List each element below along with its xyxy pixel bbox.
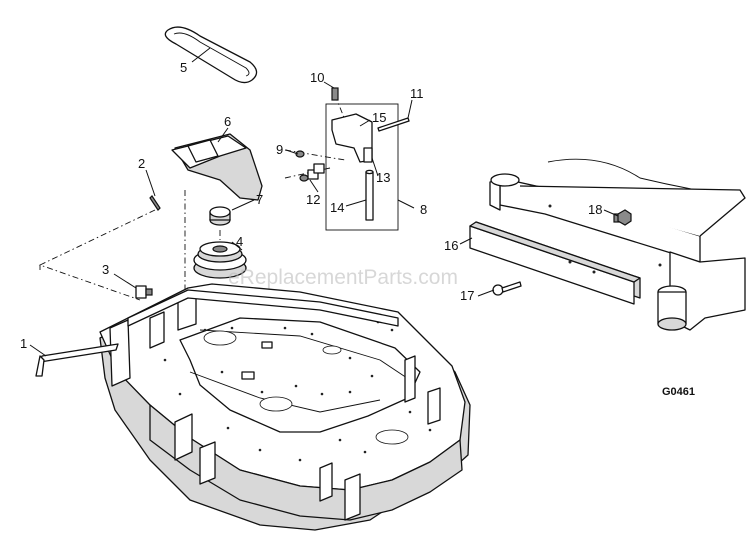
callout-12: 12 xyxy=(306,192,320,207)
callout-11: 11 xyxy=(410,86,424,101)
part-17-bolt xyxy=(492,281,522,296)
callout-3: 3 xyxy=(102,262,109,277)
part-3-bolt xyxy=(135,285,153,299)
callout-1: 1 xyxy=(20,336,27,351)
callouts: 1 2 3 4 5 6 7 8 9 10 11 12 13 14 15 16 1… xyxy=(20,60,602,351)
callout-7: 7 xyxy=(256,192,263,207)
drawing-code: G0461 xyxy=(662,386,695,398)
callout-16: 16 xyxy=(444,238,458,253)
callout-4: 4 xyxy=(236,234,243,249)
callout-6: 6 xyxy=(224,114,231,129)
watermark: eReplacementParts.com xyxy=(228,266,458,289)
deck-bolts xyxy=(163,320,432,462)
part-18-nut xyxy=(617,209,632,226)
callout-13: 13 xyxy=(376,170,390,185)
callout-17: 17 xyxy=(460,288,474,303)
callout-2: 2 xyxy=(138,156,145,171)
part-4-pulley xyxy=(193,241,247,279)
roller-frame xyxy=(489,158,746,331)
part-6-cover xyxy=(171,133,263,201)
callout-9: 9 xyxy=(276,142,283,157)
part-2-pin xyxy=(149,195,161,211)
callout-15: 15 xyxy=(372,110,386,125)
part-7-bushing xyxy=(209,206,231,226)
leader-lines xyxy=(29,47,619,357)
callout-10: 10 xyxy=(310,70,324,85)
part-16-bar xyxy=(469,221,641,305)
callout-14: 14 xyxy=(330,200,344,215)
callout-5: 5 xyxy=(180,60,187,75)
part-8-assembly xyxy=(295,87,410,231)
callout-8: 8 xyxy=(420,202,427,217)
mower-deck xyxy=(99,283,471,531)
callout-18: 18 xyxy=(588,202,602,217)
part-1-rod xyxy=(35,343,119,377)
part-5-belt xyxy=(164,26,258,84)
